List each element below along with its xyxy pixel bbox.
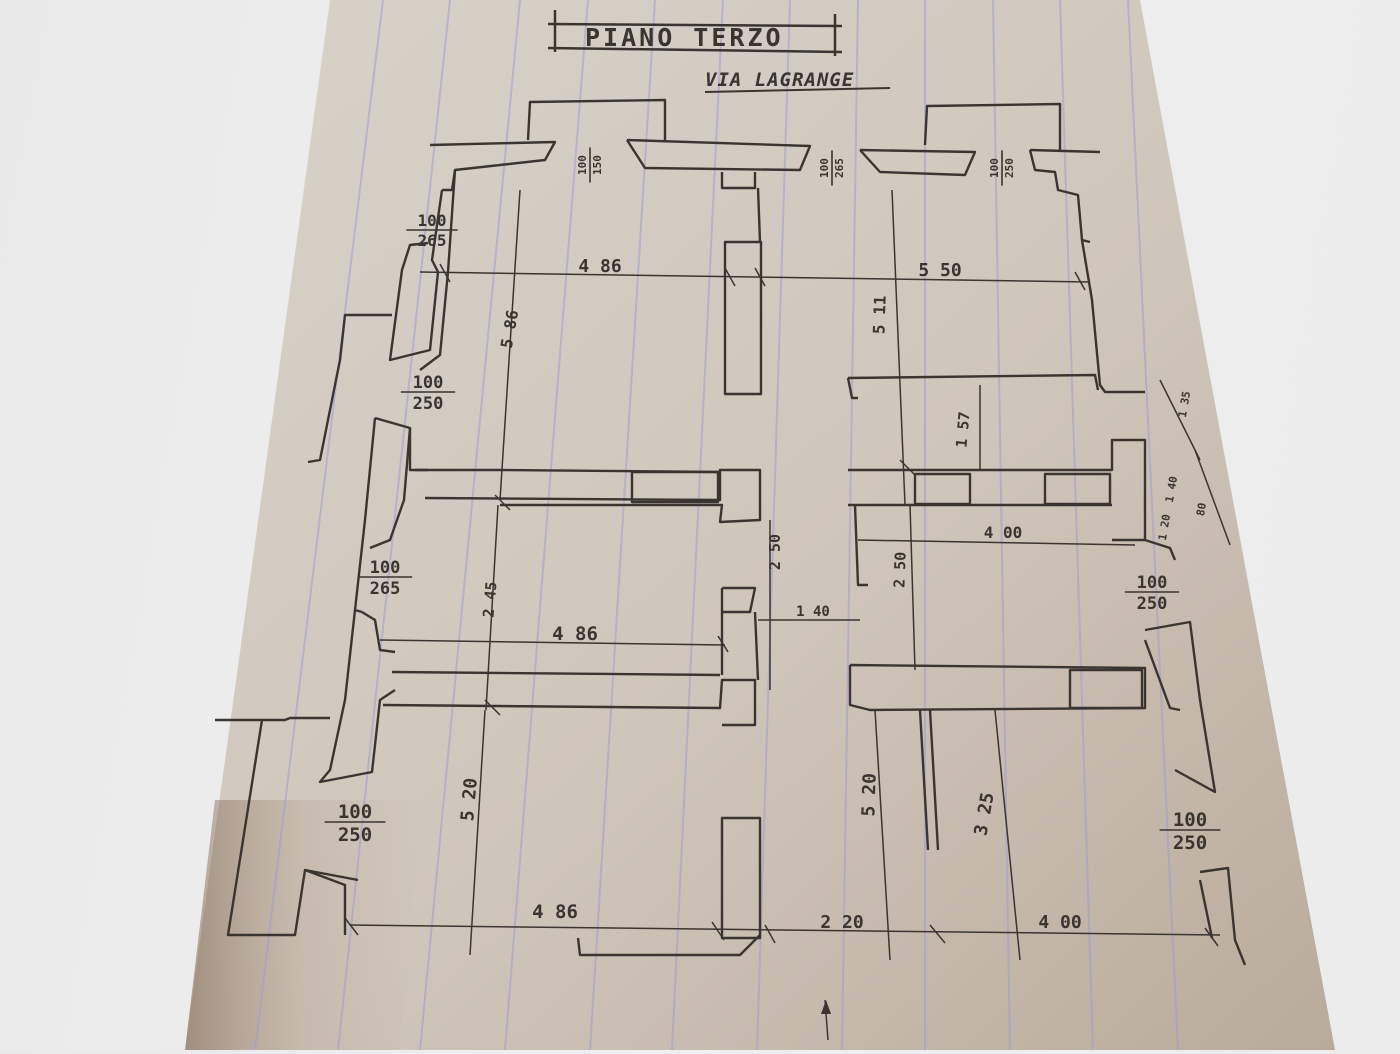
ruled-lines xyxy=(254,0,1179,1051)
dimension-label: 1 20 xyxy=(1156,513,1173,541)
north-arrow-icon xyxy=(821,1000,831,1014)
dimension-label: 4 00 xyxy=(984,523,1023,542)
window-height: 250 xyxy=(1173,832,1207,854)
window-height: 250 xyxy=(338,824,372,846)
dimension-label: 1 40 xyxy=(1163,475,1180,503)
dimension-label: 80 xyxy=(1194,502,1209,517)
title-block xyxy=(547,10,843,56)
dimension-label: 5 20 xyxy=(457,777,482,822)
dimension-label: 5 11 xyxy=(869,295,889,334)
plan-title: PIANO TERZO xyxy=(585,23,784,52)
dimension-label: 1 57 xyxy=(952,411,973,449)
window-width: 100 xyxy=(576,155,589,175)
paper-sheet xyxy=(185,0,1335,1050)
window-width: 100 xyxy=(413,373,444,393)
window-width: 100 xyxy=(370,558,401,578)
window-width: 100 xyxy=(338,801,372,823)
dimension-label: 4 86 xyxy=(578,256,621,277)
window-height: 250 xyxy=(1137,594,1168,614)
window-width: 100 xyxy=(988,158,1001,178)
window-width: 100 xyxy=(1173,809,1207,831)
window-height: 150 xyxy=(591,155,604,175)
dimension-label: 5 20 xyxy=(858,773,881,817)
window-height: 265 xyxy=(833,158,846,178)
dimension-label: 2 45 xyxy=(479,581,500,619)
window-height: 250 xyxy=(413,394,444,414)
window-height: 265 xyxy=(370,579,401,599)
dimension-label: 4 86 xyxy=(532,901,578,923)
street-underline xyxy=(704,87,891,93)
dimension-label: 4 00 xyxy=(1038,912,1081,933)
dimension-label: 2 50 xyxy=(890,551,909,588)
dimension-label: 4 86 xyxy=(552,623,598,645)
walls xyxy=(215,98,1247,966)
dimension-label: 5 50 xyxy=(918,260,961,281)
paper-shadow xyxy=(185,800,420,1050)
dimension-lines xyxy=(344,189,1231,1041)
window-height: 250 xyxy=(1003,158,1016,178)
dimension-label: 1 35 xyxy=(1176,390,1193,418)
street-name: VIA LAGRANGE xyxy=(705,69,854,91)
window-width: 100 xyxy=(818,158,831,178)
dimension-label: 2 20 xyxy=(820,912,863,933)
window-width: 100 xyxy=(418,211,447,230)
dimension-label: 2 50 xyxy=(766,534,784,570)
window-width: 100 xyxy=(1137,573,1168,593)
dimension-label: 1 40 xyxy=(796,604,830,620)
window-height: 265 xyxy=(418,231,447,250)
